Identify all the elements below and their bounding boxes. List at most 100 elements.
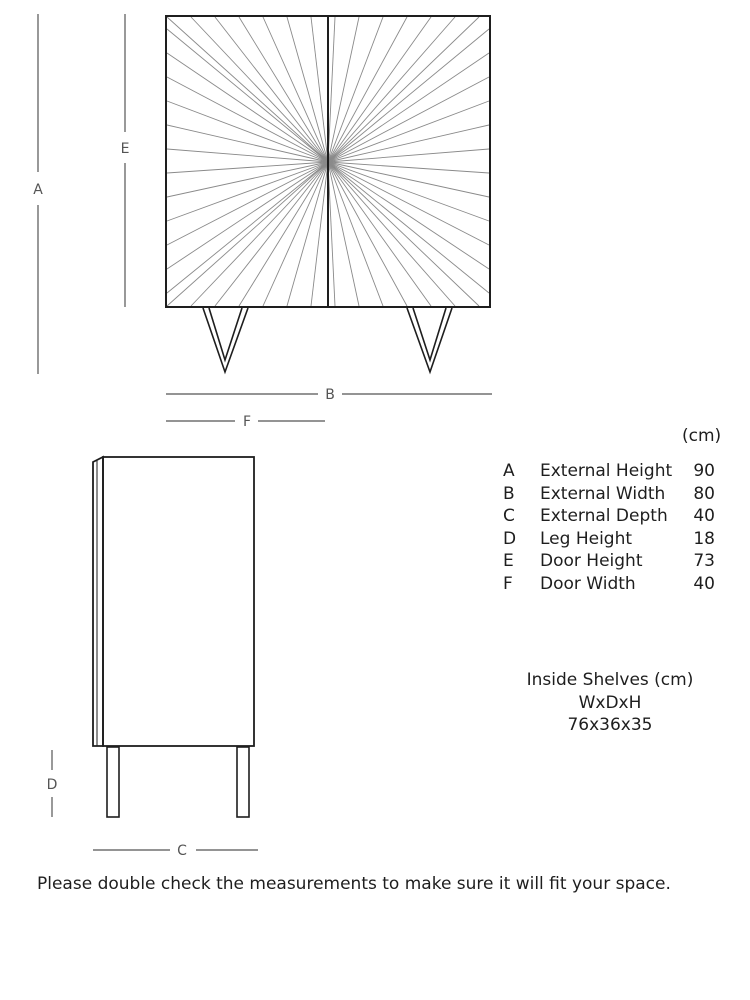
dim-b-label: B: [325, 387, 335, 403]
sunburst-ray: [238, 161, 329, 307]
sunburst-ray: [327, 100, 490, 163]
row-letter: C: [503, 506, 515, 527]
front-view: [165, 15, 491, 375]
row-value: 90: [693, 461, 715, 481]
sunburst-ray: [166, 28, 329, 163]
dim-f-label: F: [243, 414, 251, 430]
sunburst-ray: [286, 161, 329, 307]
sunburst-ray: [327, 28, 490, 163]
sunburst-ray: [327, 161, 456, 307]
sunburst-ray: [327, 16, 408, 163]
sunburst-ray: [310, 16, 329, 163]
sunburst-ray: [214, 16, 329, 163]
fit-disclaimer: Please double check the measurements to …: [37, 874, 671, 894]
table-row: F Door Width 40: [503, 573, 715, 596]
sunburst-ray: [190, 16, 329, 163]
dim-a-label: A: [33, 182, 43, 198]
table-row: B External Width 80: [503, 483, 715, 506]
sunburst-ray: [327, 161, 490, 198]
row-name: Leg Height: [540, 528, 633, 549]
sunburst-ray: [262, 161, 329, 307]
sunburst-ray: [327, 161, 408, 307]
row-letter: F: [503, 573, 513, 594]
sunburst-ray: [214, 161, 329, 307]
sunburst-ray: [327, 16, 456, 163]
inside-shelves-info: Inside Shelves (cm) WxDxH 76x36x35: [520, 669, 700, 737]
row-name: External Height: [540, 461, 673, 481]
inside-shelves-size: 76x36x35: [567, 715, 653, 735]
sunburst-ray: [327, 161, 490, 222]
sunburst-ray: [327, 148, 490, 163]
sunburst-ray: [327, 161, 336, 307]
sunburst-ray: [166, 16, 329, 163]
table-row: E Door Height 73: [503, 550, 715, 573]
sunburst-ray: [286, 16, 329, 163]
sunburst-ray: [166, 161, 329, 246]
row-letter: B: [503, 483, 515, 504]
sunburst-ray: [166, 124, 329, 163]
row-name: Door Width: [540, 573, 636, 594]
sunburst-ray: [262, 16, 329, 163]
table-row: D Leg Height 18: [503, 528, 715, 551]
sunburst-ray: [327, 16, 384, 163]
sunburst-ray: [166, 161, 329, 270]
sunburst-ray: [327, 161, 490, 246]
row-value: 40: [693, 506, 715, 527]
front-dimensions: [37, 14, 492, 422]
row-name: External Width: [540, 483, 666, 504]
inside-shelves-format: WxDxH: [578, 692, 642, 713]
sunburst-ray: [327, 161, 490, 294]
row-letter: A: [503, 461, 515, 481]
side-back-leg: [236, 746, 250, 818]
dim-e-label: E: [121, 141, 130, 157]
sunburst-ray: [327, 161, 384, 307]
sunburst-ray: [327, 161, 360, 307]
sunburst-ray: [166, 161, 329, 294]
row-name: External Depth: [540, 506, 668, 527]
sunburst-ray: [327, 52, 490, 163]
table-row: A External Height 90: [503, 460, 715, 483]
row-value: 18: [693, 528, 715, 549]
side-front-leg: [106, 746, 120, 818]
dimensions-table-body: A External Height 90 B External Width 80…: [503, 460, 715, 596]
row-value: 80: [693, 483, 715, 504]
sunburst-ray: [166, 161, 329, 198]
row-value: 73: [693, 551, 715, 572]
dimensions-table: A External Height 90 B External Width 80…: [503, 460, 715, 596]
spec-unit-label: (cm): [682, 426, 722, 446]
sunburst-door-pattern: [166, 16, 490, 307]
sunburst-ray: [327, 161, 480, 307]
sunburst-ray: [327, 161, 490, 174]
dim-d-label: D: [47, 777, 58, 793]
side-dimensions: [51, 750, 258, 851]
row-value: 40: [693, 573, 715, 594]
dim-c-label: C: [177, 843, 187, 859]
sunburst-ray: [327, 161, 490, 270]
sunburst-ray: [327, 161, 432, 307]
side-view: [92, 455, 255, 818]
table-row: C External Depth 40: [503, 505, 715, 528]
sunburst-ray: [166, 76, 329, 163]
sunburst-ray: [166, 161, 329, 174]
sunburst-ray: [327, 124, 490, 163]
sunburst-ray: [166, 100, 329, 163]
sunburst-ray: [327, 76, 490, 163]
sunburst-ray: [190, 161, 329, 307]
sunburst-ray: [310, 161, 329, 307]
sunburst-ray: [327, 16, 480, 163]
side-door-panel: [92, 455, 104, 747]
row-name: Door Height: [540, 551, 643, 572]
sunburst-ray: [166, 52, 329, 163]
sunburst-ray: [327, 16, 336, 163]
row-letter: D: [503, 528, 517, 549]
front-left-leg: [202, 307, 249, 375]
side-cabinet-body: [102, 456, 255, 747]
sunburst-ray: [166, 148, 329, 163]
sunburst-ray: [327, 16, 360, 163]
sunburst-ray: [166, 161, 329, 307]
sunburst-ray: [327, 16, 432, 163]
sunburst-ray: [166, 161, 329, 222]
row-letter: E: [503, 551, 514, 572]
inside-shelves-title: Inside Shelves (cm): [526, 670, 694, 690]
